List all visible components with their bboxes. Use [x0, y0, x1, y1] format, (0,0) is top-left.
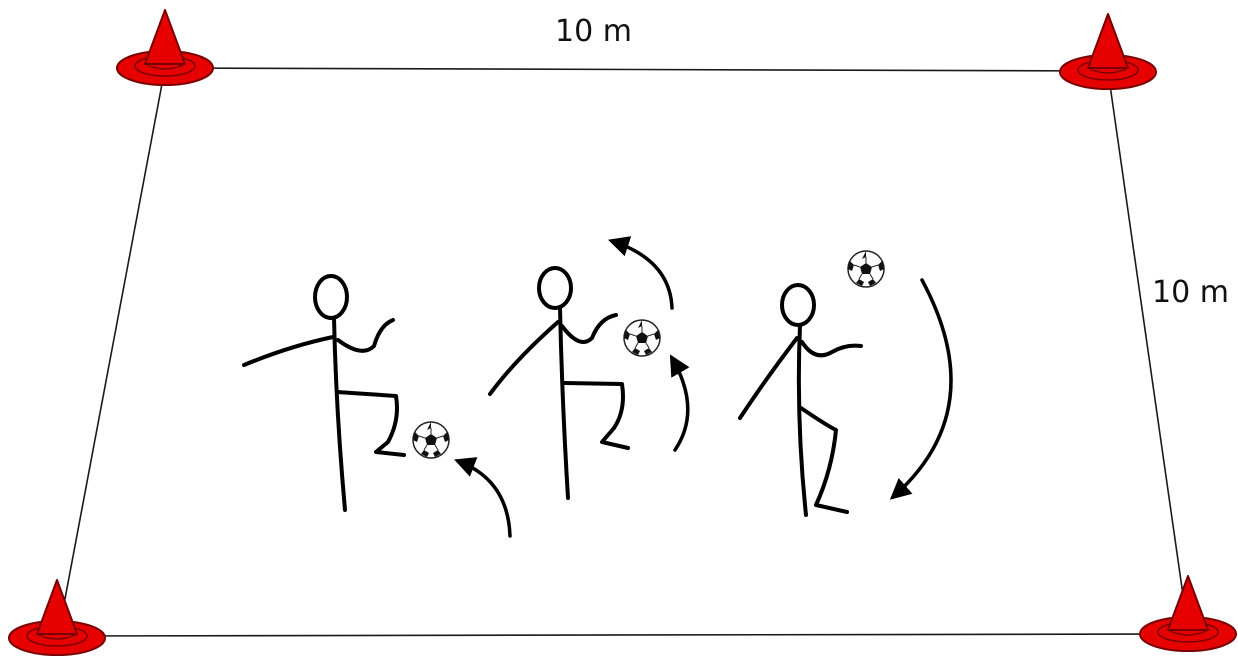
- curved-arrow-icon: [612, 241, 672, 308]
- field-width-label: 10 m: [555, 14, 632, 49]
- field-right-line: [1108, 71, 1188, 630]
- field-bottom-line: [58, 634, 1188, 636]
- stick-figure-icon: [244, 276, 404, 510]
- cone-icon: [1060, 14, 1156, 89]
- curved-arrow-icon: [893, 280, 951, 497]
- soccer-ball-icon: [624, 320, 660, 356]
- soccer-ball-icon: [848, 251, 884, 287]
- curved-arrow-icon: [672, 358, 688, 450]
- curved-arrow-icon: [458, 461, 510, 536]
- stick-figure-icon: [740, 285, 861, 515]
- stick-figure-icon: [490, 268, 628, 498]
- field-boundary: [58, 68, 1188, 636]
- cone-icon: [1140, 576, 1236, 651]
- field-length-label: 10 m: [1152, 275, 1229, 310]
- cone-icon: [117, 10, 213, 85]
- field-top-line: [165, 68, 1108, 71]
- soccer-ball-icon: [413, 422, 449, 458]
- field-left-line: [58, 68, 165, 636]
- cone-icon: [9, 580, 105, 655]
